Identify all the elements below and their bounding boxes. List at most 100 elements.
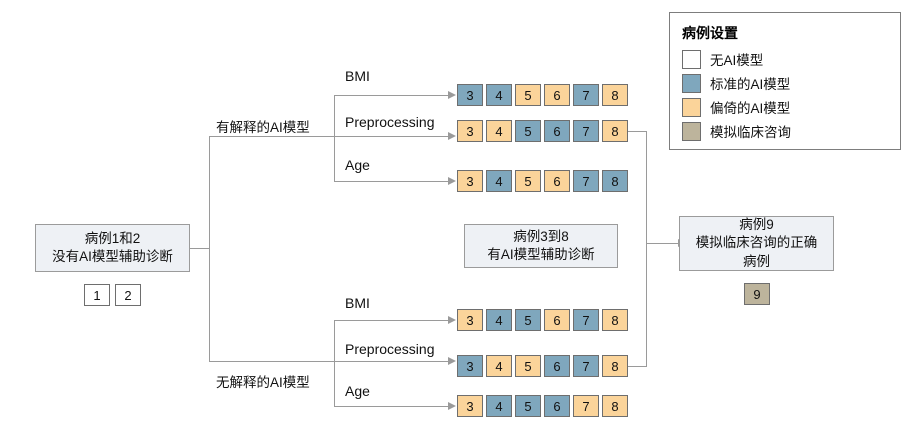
node-cases-1-2[interactable]: 病例1和2 没有AI模型辅助诊断 xyxy=(35,224,190,272)
case-chip-7[interactable]: 7 xyxy=(573,170,599,192)
connector-top-subsplit-vertical xyxy=(334,95,335,182)
connector-top-bmi xyxy=(334,95,448,96)
feature-label-top-age: Age xyxy=(345,157,370,173)
legend-swatch-none-icon xyxy=(682,49,701,69)
node-cases-3-8-line1: 病例3到8 xyxy=(513,228,569,244)
case-chip-8[interactable]: 8 xyxy=(602,309,628,331)
case-chip-7[interactable]: 7 xyxy=(573,84,599,106)
legend-item-std: 标准的AI模型 xyxy=(682,73,888,93)
node-cases-3-8[interactable]: 病例3到8 有AI模型辅助诊断 xyxy=(464,224,618,268)
branch-label-explainable: 有解释的AI模型 xyxy=(216,120,310,135)
node-case-9[interactable]: 病例9 模拟临床咨询的正确 病例 xyxy=(679,216,834,271)
case-chip-5[interactable]: 5 xyxy=(515,84,541,106)
case-chip-2[interactable]: 2 xyxy=(115,284,141,306)
legend-label-consult: 模拟临床咨询 xyxy=(710,125,791,140)
case-chip-6[interactable]: 6 xyxy=(544,170,570,192)
connector-top-merge xyxy=(624,131,647,132)
case-chip-5[interactable]: 5 xyxy=(515,395,541,417)
node-cases-3-8-line2: 有AI模型辅助诊断 xyxy=(487,247,595,262)
connector-bottom-preprocessing xyxy=(334,361,448,362)
case-chip-5[interactable]: 5 xyxy=(515,170,541,192)
connector-merge-vertical xyxy=(646,131,647,367)
legend-item-bias: 偏倚的AI模型 xyxy=(682,97,888,117)
case-chip-6[interactable]: 6 xyxy=(544,309,570,331)
case-chip-8[interactable]: 8 xyxy=(602,170,628,192)
case-chip-8[interactable]: 8 xyxy=(602,355,628,377)
right-case-chips: 9 xyxy=(744,283,770,305)
case-chip-7[interactable]: 7 xyxy=(573,309,599,331)
legend-label-bias: 偏倚的AI模型 xyxy=(710,101,791,116)
case-chip-4[interactable]: 4 xyxy=(486,120,512,142)
case-chip-7[interactable]: 7 xyxy=(573,355,599,377)
case-chip-9[interactable]: 9 xyxy=(744,283,770,305)
case-chip-4[interactable]: 4 xyxy=(486,309,512,331)
feature-label-bottom-age: Age xyxy=(345,383,370,399)
case-chip-4[interactable]: 4 xyxy=(486,170,512,192)
node-cases-1-2-line2: 没有AI模型辅助诊断 xyxy=(52,249,173,264)
case-chip-5[interactable]: 5 xyxy=(515,120,541,142)
legend-item-consult: 模拟临床咨询 xyxy=(682,121,888,141)
legend-swatch-std-icon xyxy=(682,73,701,93)
case-chip-4[interactable]: 4 xyxy=(486,355,512,377)
arrow-bottom-preprocessing-icon xyxy=(448,357,456,365)
legend-item-none: 无AI模型 xyxy=(682,49,888,69)
node-case-9-line2: 模拟临床咨询的正确 xyxy=(695,235,818,251)
branch-label-non-explainable: 无解释的AI模型 xyxy=(216,375,310,390)
case-chip-8[interactable]: 8 xyxy=(602,84,628,106)
case-chip-1[interactable]: 1 xyxy=(84,284,110,306)
connector-left-node-out xyxy=(179,248,210,249)
legend-label-std: 标准的AI模型 xyxy=(710,77,791,92)
node-case-9-line3: 病例 xyxy=(743,253,770,269)
legend-title: 病例设置 xyxy=(682,25,738,41)
case-chip-4[interactable]: 4 xyxy=(486,395,512,417)
connector-bottom-merge xyxy=(624,366,647,367)
arrow-bottom-bmi-icon xyxy=(448,316,456,324)
case-chip-3[interactable]: 3 xyxy=(457,395,483,417)
connector-bottom-subsplit-vertical xyxy=(334,320,335,407)
node-cases-1-2-line1: 病例1和2 xyxy=(84,230,141,246)
legend-panel: 病例设置 无AI模型标准的AI模型偏倚的AI模型模拟临床咨询 xyxy=(669,12,901,150)
connector-top-group xyxy=(209,136,335,137)
connector-top-age xyxy=(334,181,448,182)
case-chip-8[interactable]: 8 xyxy=(602,120,628,142)
arrow-top-preprocessing-icon xyxy=(448,132,456,140)
case-chip-6[interactable]: 6 xyxy=(544,355,570,377)
feature-label-bottom-preprocessing: Preprocessing xyxy=(345,341,435,357)
case-chip-4[interactable]: 4 xyxy=(486,84,512,106)
legend-items: 无AI模型标准的AI模型偏倚的AI模型模拟临床咨询 xyxy=(682,49,888,141)
connector-bottom-age xyxy=(334,406,448,407)
arrow-top-age-icon xyxy=(448,177,456,185)
case-chip-3[interactable]: 3 xyxy=(457,170,483,192)
case-chip-8[interactable]: 8 xyxy=(602,395,628,417)
legend-swatch-consult-icon xyxy=(682,121,701,141)
case-chip-5[interactable]: 5 xyxy=(515,355,541,377)
legend-swatch-bias-icon xyxy=(682,97,701,117)
feature-label-top-preprocessing: Preprocessing xyxy=(345,114,435,130)
case-chip-3[interactable]: 3 xyxy=(457,309,483,331)
case-chip-3[interactable]: 3 xyxy=(457,84,483,106)
feature-label-bottom-bmi: BMI xyxy=(345,295,370,311)
connector-merge-to-case9 xyxy=(646,243,679,244)
connector-main-split-vertical xyxy=(209,136,210,361)
case-chip-6[interactable]: 6 xyxy=(544,120,570,142)
case-chip-5[interactable]: 5 xyxy=(515,309,541,331)
case-chip-7[interactable]: 7 xyxy=(573,120,599,142)
case-chip-3[interactable]: 3 xyxy=(457,355,483,377)
arrow-bottom-age-icon xyxy=(448,402,456,410)
feature-label-top-bmi: BMI xyxy=(345,68,370,84)
connector-top-preprocessing xyxy=(334,136,448,137)
case-chip-3[interactable]: 3 xyxy=(457,120,483,142)
left-case-chips: 1 2 xyxy=(84,284,141,306)
case-chip-7[interactable]: 7 xyxy=(573,395,599,417)
case-chip-6[interactable]: 6 xyxy=(544,395,570,417)
connector-bottom-group xyxy=(209,361,335,362)
legend-label-none: 无AI模型 xyxy=(710,53,764,68)
case-chip-6[interactable]: 6 xyxy=(544,84,570,106)
connector-bottom-bmi xyxy=(334,320,448,321)
